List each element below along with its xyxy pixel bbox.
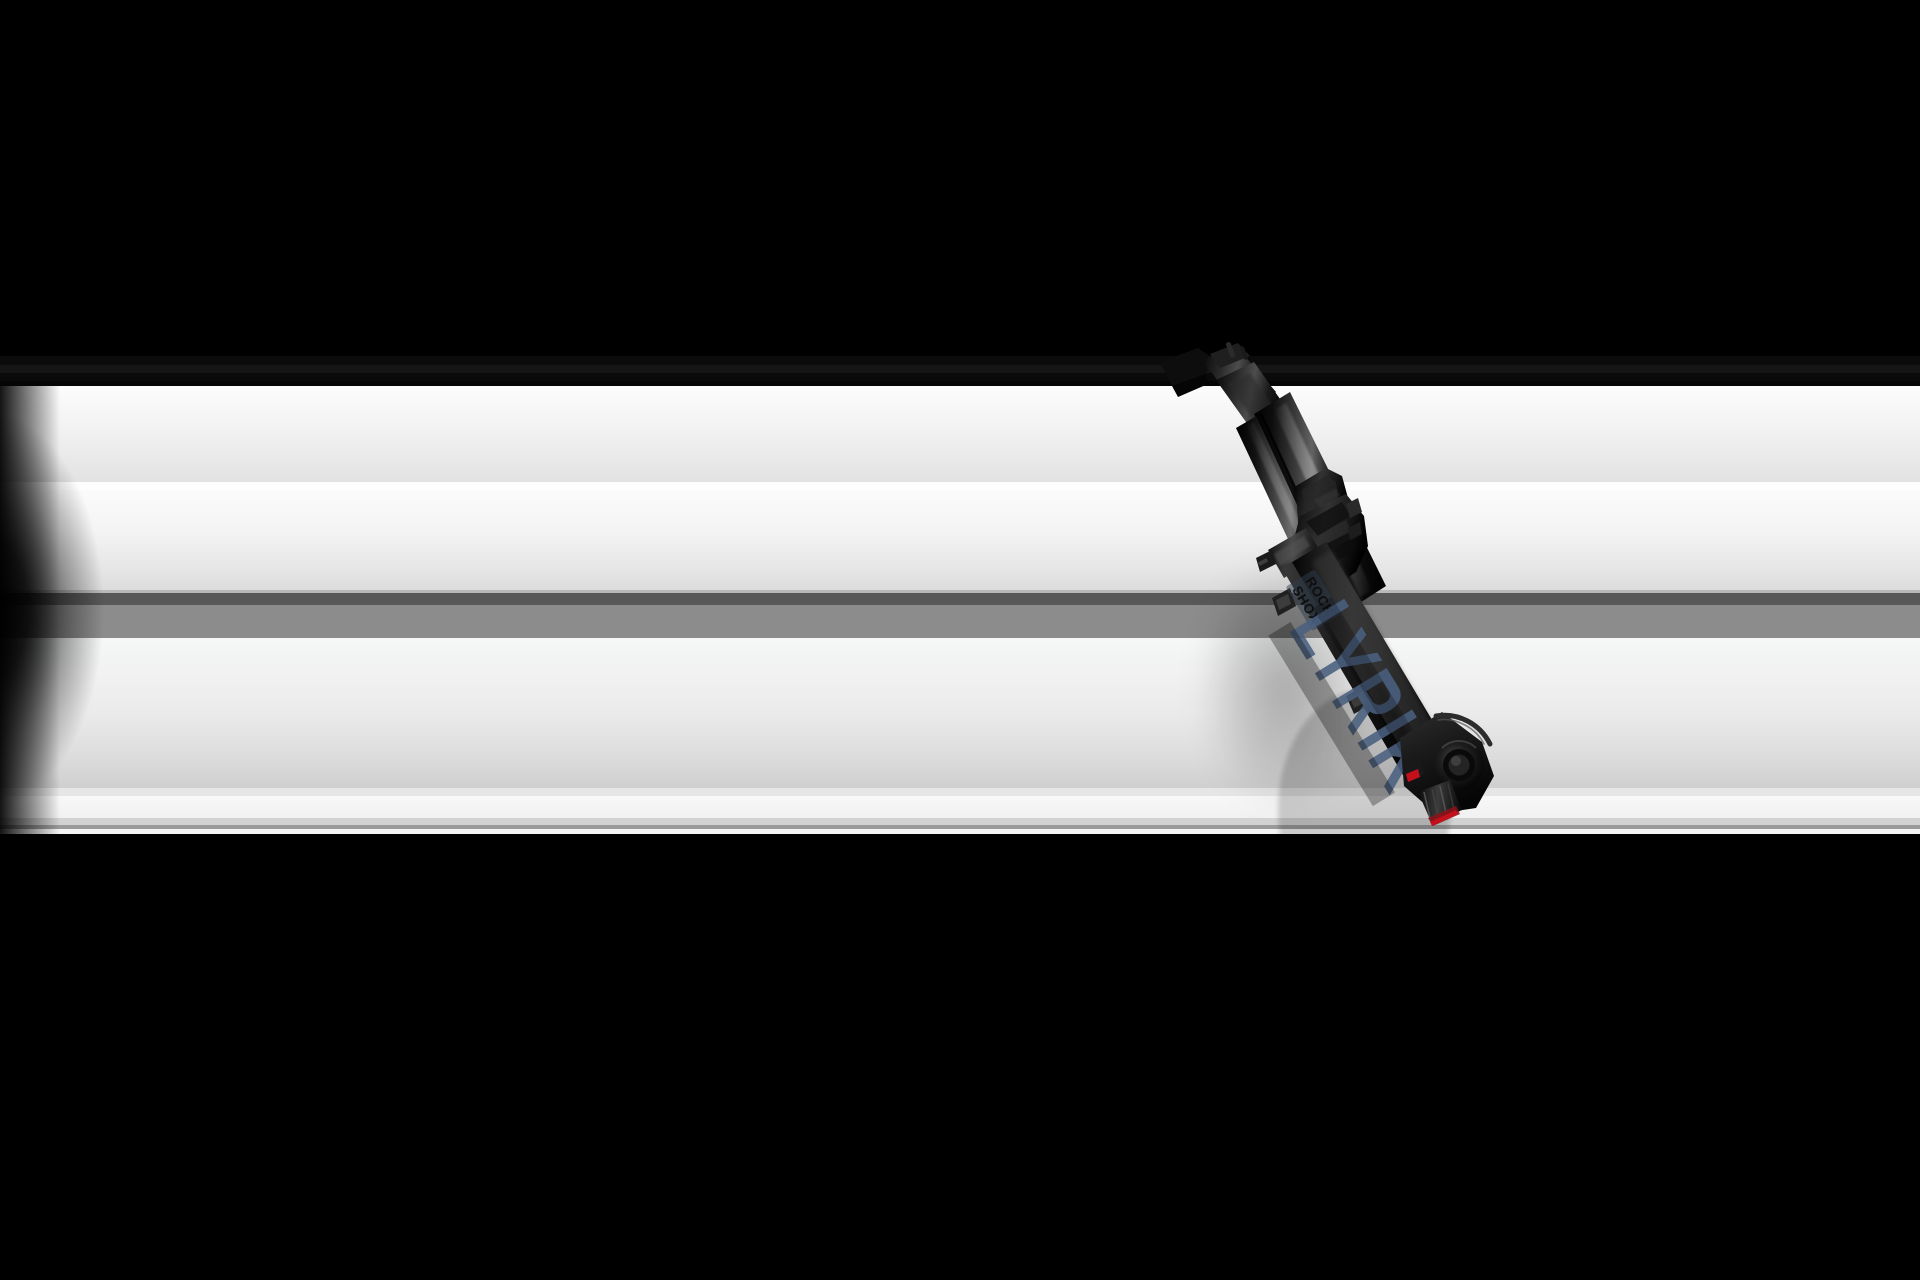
backdrop-band-light-j bbox=[0, 829, 1920, 834]
rebound-indicator-marker bbox=[1406, 769, 1420, 782]
axle-boss-rim-light bbox=[1441, 739, 1477, 749]
backdrop-band-edge-3 bbox=[0, 373, 1920, 381]
arch-facet-highlight bbox=[1314, 488, 1340, 508]
backdrop-band-light-h bbox=[0, 818, 1920, 825]
top-cap-pin-a bbox=[1225, 342, 1235, 358]
axle-hole-highlight bbox=[1451, 756, 1461, 766]
backdrop-band-edge-2 bbox=[0, 365, 1920, 373]
backdrop-band-top-black bbox=[0, 0, 1920, 356]
lyrik-top-shade bbox=[1312, 596, 1436, 779]
steerer-assembly bbox=[1160, 342, 1386, 616]
brake-hose-guide-highlight bbox=[1437, 718, 1485, 745]
crown-wing-left-shadow bbox=[1172, 374, 1208, 397]
arch-facet-a bbox=[1306, 502, 1350, 536]
backdrop-band-gray-line bbox=[0, 590, 1920, 593]
backdrop-band-edge-1 bbox=[0, 356, 1920, 365]
crown-wing-left bbox=[1160, 348, 1210, 386]
backdrop-band-edge-4 bbox=[0, 381, 1920, 386]
dust-seal-highlight bbox=[1274, 536, 1310, 566]
backdrop-band-light-d bbox=[0, 638, 1920, 666]
lyrik-bottom-shade bbox=[1268, 621, 1396, 807]
dust-seal-collar bbox=[1256, 528, 1322, 578]
rebound-knob-red-ring bbox=[1430, 810, 1458, 826]
cable-guide-tab-face bbox=[1276, 594, 1291, 610]
dropout-axle-assembly bbox=[1400, 712, 1494, 826]
backdrop-band-thin-white bbox=[0, 482, 1920, 490]
top-cap-pin-b bbox=[1240, 346, 1248, 360]
backdrop-band-light-f bbox=[0, 788, 1920, 796]
seal-stub-detail bbox=[1258, 558, 1268, 566]
rebound-knob-knurling bbox=[1423, 782, 1455, 819]
cable-guide-tab-lower-face bbox=[1350, 692, 1366, 708]
lower-leg-specular bbox=[1312, 550, 1436, 744]
backdrop-band-gray-mid bbox=[0, 605, 1920, 638]
backdrop-band-light-g bbox=[0, 796, 1920, 818]
backdrop-band-light-c bbox=[0, 490, 1920, 590]
arch-side-tab-2 bbox=[1348, 522, 1362, 540]
rockshox-badge-plate bbox=[1286, 570, 1341, 631]
arch-side-tab bbox=[1346, 498, 1362, 518]
backdrop-band-bottom-black bbox=[0, 834, 1920, 1280]
suspension-fork: ROCK SHOX LYRIK bbox=[1150, 340, 1590, 930]
backdrop-band-gray-dark bbox=[0, 593, 1920, 605]
backdrop-band-gray-thin bbox=[0, 825, 1920, 829]
backdrop-band-light-a bbox=[0, 386, 1920, 482]
backdrop-band-light-e bbox=[0, 666, 1920, 788]
brake-hose-guide bbox=[1433, 712, 1493, 747]
